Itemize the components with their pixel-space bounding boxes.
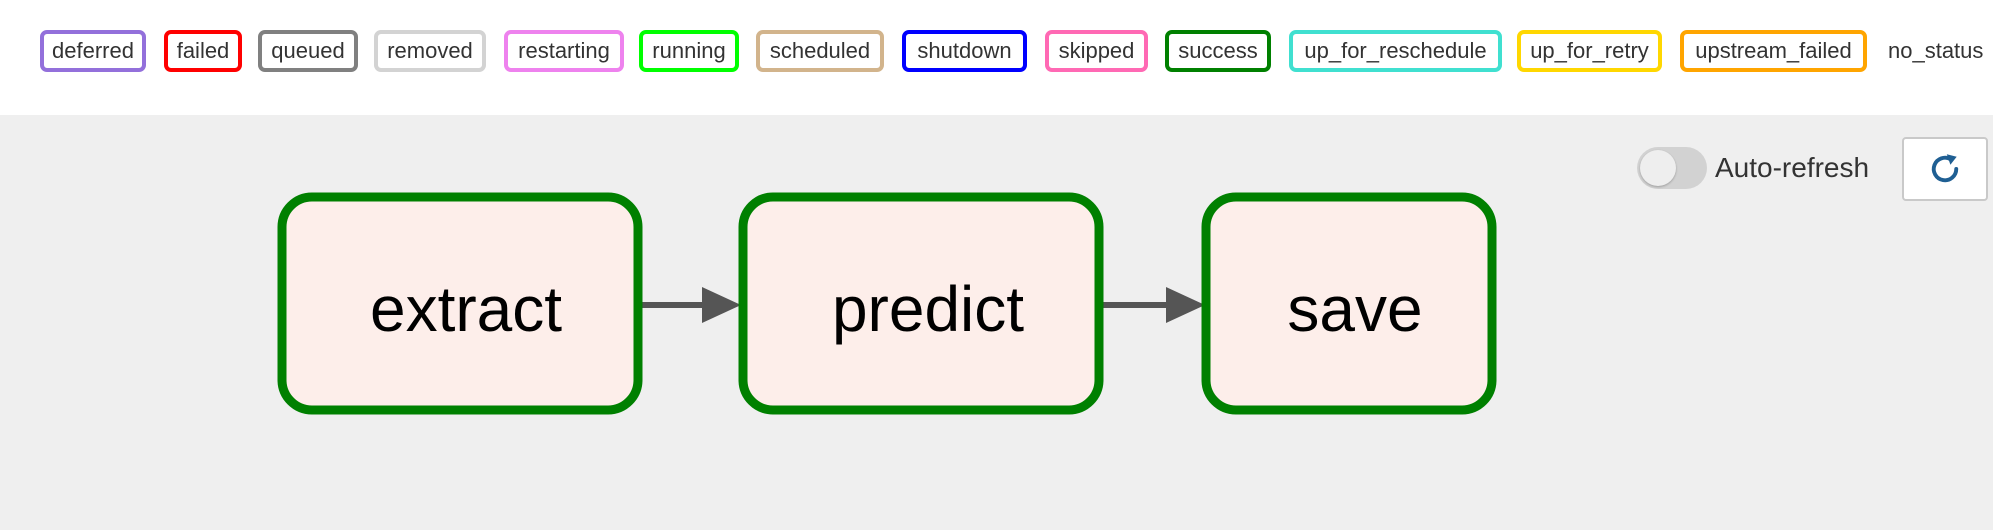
refresh-icon bbox=[1931, 154, 1959, 183]
status-badge-queued[interactable]: queued bbox=[258, 30, 358, 72]
status-badge-up-for-retry[interactable]: up_for_retry bbox=[1517, 30, 1662, 72]
status-badge-no-status[interactable]: no_status bbox=[1888, 38, 1984, 63]
status-badge-up-for-reschedule[interactable]: up_for_reschedule bbox=[1289, 30, 1502, 72]
status-badge-scheduled[interactable]: scheduled bbox=[756, 30, 884, 72]
status-badge-upstream-failed[interactable]: upstream_failed bbox=[1680, 30, 1867, 72]
auto-refresh-label: Auto-refresh bbox=[1715, 152, 1870, 183]
task-node-extract[interactable]: extract bbox=[277, 192, 643, 415]
dag-graph: extract predict save bbox=[277, 192, 1497, 415]
status-badge-removed[interactable]: removed bbox=[374, 30, 486, 72]
auto-refresh-toggle[interactable] bbox=[1637, 147, 1707, 189]
dag-edge-predict-save bbox=[1103, 287, 1205, 323]
task-node-label: predict bbox=[832, 273, 1024, 345]
task-node-predict[interactable]: predict bbox=[738, 192, 1104, 415]
status-badge-skipped[interactable]: skipped bbox=[1045, 30, 1148, 72]
status-badge-shutdown[interactable]: shutdown bbox=[902, 30, 1027, 72]
dag-edge-extract-predict bbox=[641, 287, 741, 323]
status-badge-success[interactable]: success bbox=[1165, 30, 1271, 72]
task-node-label: extract bbox=[370, 273, 562, 345]
status-badge-restarting[interactable]: restarting bbox=[504, 30, 624, 72]
task-node-save[interactable]: save bbox=[1201, 192, 1497, 415]
status-badge-failed[interactable]: failed bbox=[164, 30, 242, 72]
status-badge-deferred[interactable]: deferred bbox=[40, 30, 146, 72]
status-legend: deferred failed queued removed restartin… bbox=[0, 0, 2000, 115]
toggle-knob bbox=[1640, 150, 1676, 186]
task-node-label: save bbox=[1287, 273, 1422, 345]
refresh-button[interactable] bbox=[1902, 137, 1988, 201]
status-badge-running[interactable]: running bbox=[639, 30, 739, 72]
dag-graph-panel: extract predict save Auto-refresh bbox=[0, 115, 1993, 530]
